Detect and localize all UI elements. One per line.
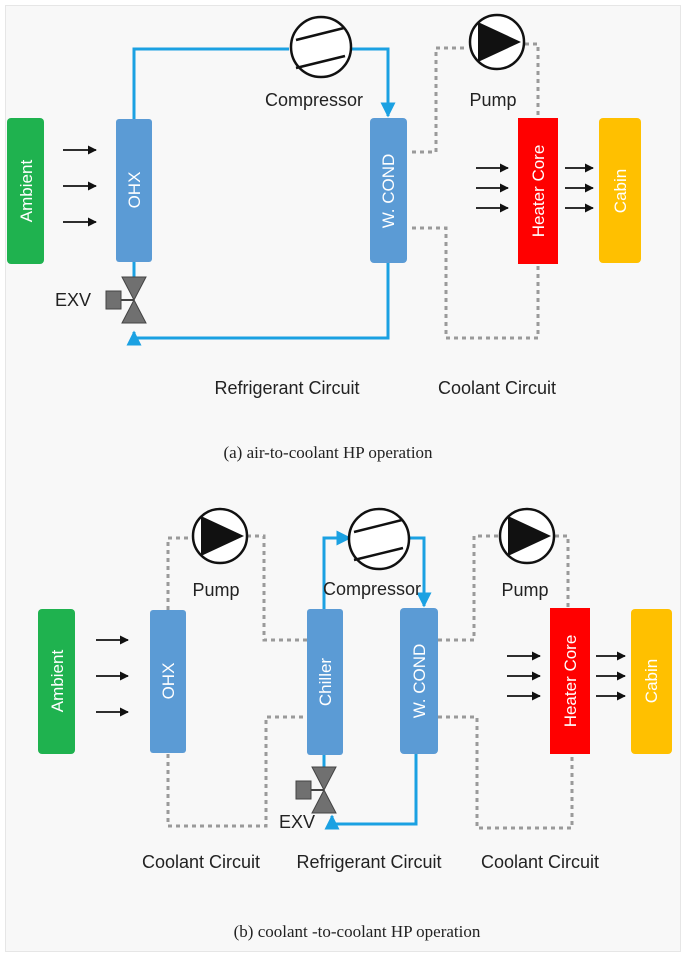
cabin-box xyxy=(599,118,641,263)
ambient-label: Ambient xyxy=(17,160,36,223)
refrigerant-line-bottom xyxy=(324,754,418,830)
coolant-line-pump-out xyxy=(525,42,540,118)
exv-label: EXV xyxy=(279,812,315,832)
heater-core-label: Heater Core xyxy=(529,145,548,238)
heater-core-label: Heater Core xyxy=(561,635,580,728)
ambient-box xyxy=(38,609,75,754)
coolant-circuit-right-label: Coolant Circuit xyxy=(481,852,599,872)
refrigerant-line-compressor-out xyxy=(352,47,396,118)
ohx-box xyxy=(116,119,152,262)
heater-core-box xyxy=(518,118,558,264)
refrigerant-line-top xyxy=(132,47,289,120)
refrigerant-line-compressor-out xyxy=(408,536,432,608)
exv-valve xyxy=(295,766,337,814)
cabin-label: Cabin xyxy=(611,169,630,213)
refrigerant-circuit-label: Refrigerant Circuit xyxy=(296,852,441,872)
exv-valve xyxy=(105,276,147,324)
pump-label: Pump xyxy=(469,90,516,110)
compressor-label: Compressor xyxy=(323,579,421,599)
coolant-circuit-left-label: Coolant Circuit xyxy=(142,852,260,872)
w-cond-box xyxy=(370,118,407,263)
w-cond-label: W. COND xyxy=(410,644,429,719)
refrigerant-line-bottom xyxy=(126,262,390,346)
caption-b: (b) coolant -to-coolant HP operation xyxy=(234,922,481,941)
coolant-circuit-label: Coolant Circuit xyxy=(438,378,556,398)
pump-icon xyxy=(498,507,556,565)
compressor-icon xyxy=(289,15,353,79)
ambient-label: Ambient xyxy=(48,650,67,713)
pump-icon xyxy=(191,507,249,565)
coolant-line-right-bottom xyxy=(438,715,574,830)
ohx-label: OHX xyxy=(125,172,144,209)
coolant-line-right-pump-out xyxy=(555,534,570,608)
chiller-label: Chiller xyxy=(316,658,335,707)
chiller-box xyxy=(307,609,343,755)
exv-label: EXV xyxy=(55,290,91,310)
diagram-a: Ambient OHX EXV Compressor W. COND xyxy=(7,13,641,462)
coolant-line-right-top xyxy=(438,534,500,642)
w-cond-label: W. COND xyxy=(379,154,398,229)
pump-right-label: Pump xyxy=(501,580,548,600)
w-cond-box xyxy=(400,608,438,754)
ohx-label: OHX xyxy=(159,663,178,700)
coolant-line-left-pump-out xyxy=(247,534,307,642)
diagram-b: Ambient OHX Pump Chiller Compressor W. C… xyxy=(38,507,672,941)
compressor-label: Compressor xyxy=(265,90,363,110)
caption-a: (a) air-to-coolant HP operation xyxy=(223,443,433,462)
pump-left-label: Pump xyxy=(192,580,239,600)
pump-icon xyxy=(468,13,526,71)
heater-core-box xyxy=(550,608,590,754)
refrigerant-line-chiller-top xyxy=(322,530,352,610)
compressor-icon xyxy=(347,507,411,571)
coolant-line-left-top xyxy=(166,536,193,610)
refrigerant-circuit-label: Refrigerant Circuit xyxy=(214,378,359,398)
coolant-line-bottom xyxy=(412,226,540,340)
coolant-line-top xyxy=(412,46,468,154)
ohx-box xyxy=(150,610,186,753)
coolant-line-left-bottom xyxy=(166,715,307,828)
cabin-box xyxy=(631,609,672,754)
ambient-box xyxy=(7,118,44,264)
cabin-label: Cabin xyxy=(642,659,661,703)
